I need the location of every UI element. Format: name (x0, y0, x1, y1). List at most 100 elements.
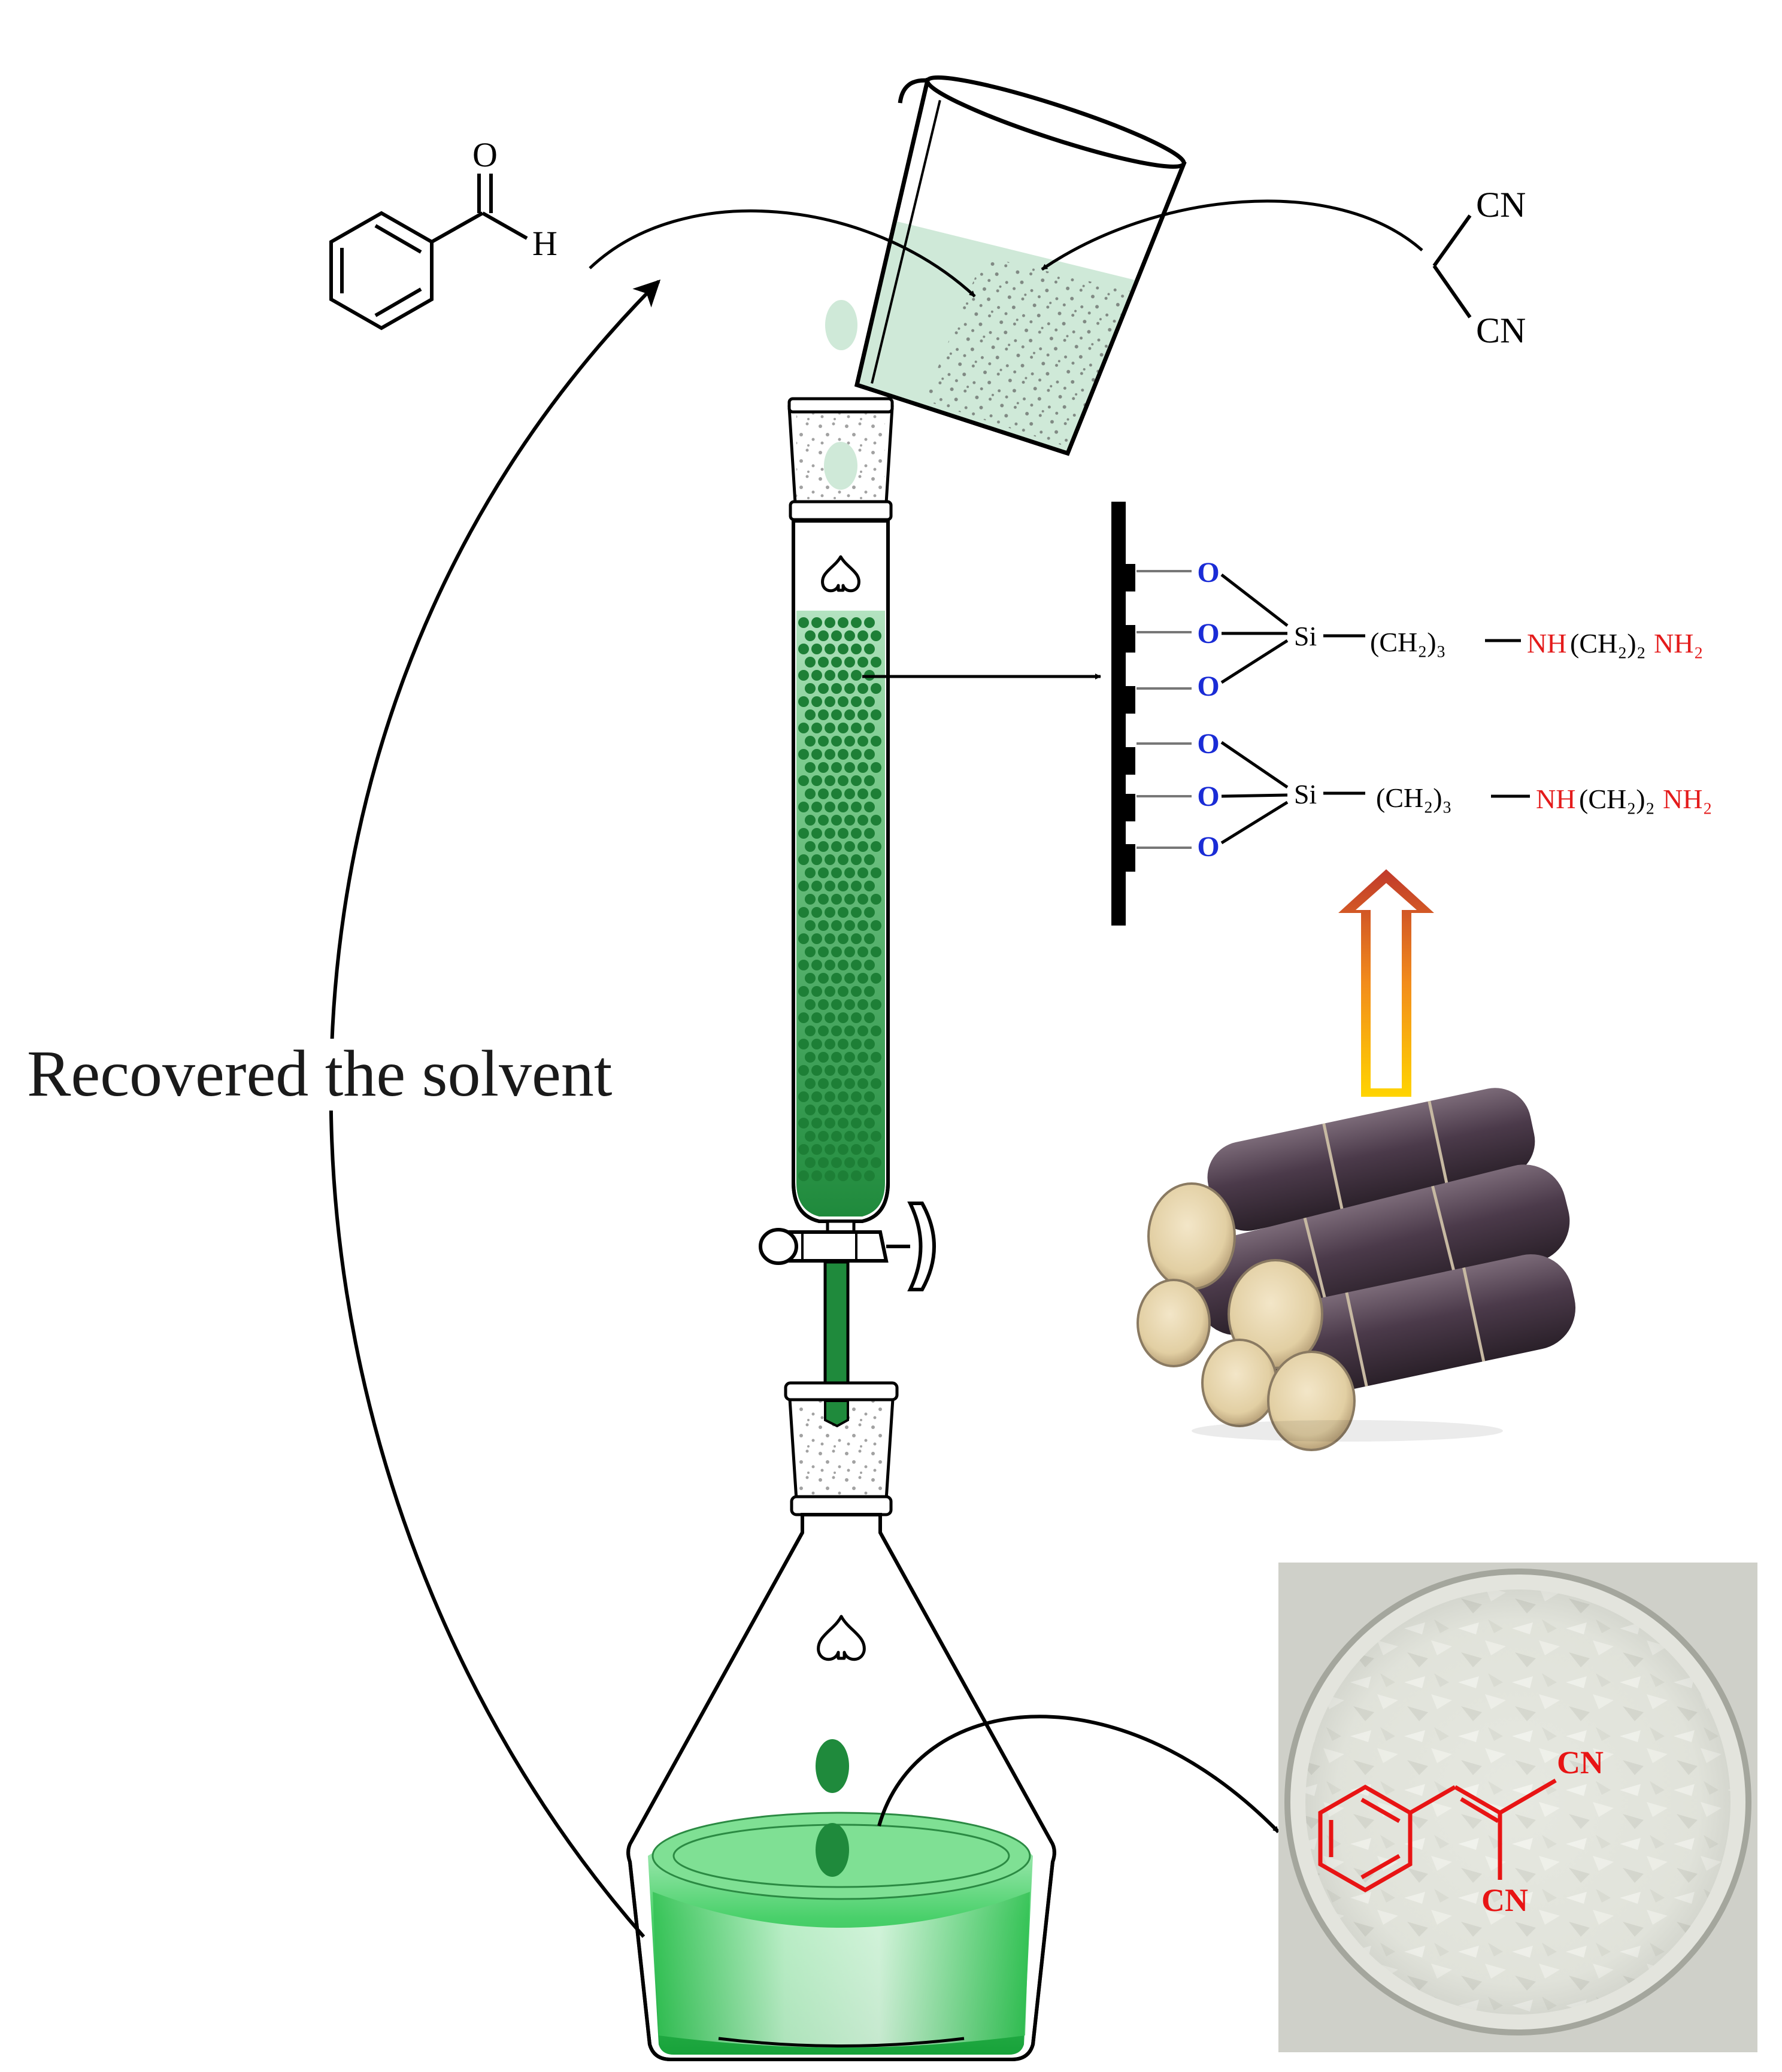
caption-recovered-solvent: Recovered the solvent (27, 1037, 612, 1110)
packing-bead (864, 1118, 875, 1128)
packing-bead (844, 946, 855, 957)
packing-bead (844, 1131, 855, 1142)
packing-bead (811, 775, 822, 786)
packing-bead (864, 696, 875, 707)
packing-bead (857, 1157, 868, 1168)
packing-bead (857, 920, 868, 931)
packing-bead (838, 1039, 848, 1049)
packing-bead (825, 1170, 835, 1181)
falling-droplet (825, 300, 857, 350)
packing-bead (818, 973, 829, 984)
packing-bead (811, 670, 822, 681)
product-drop (816, 1823, 849, 1877)
packing-bead (825, 775, 835, 786)
packing-bead (805, 1157, 816, 1168)
packing-bead (831, 999, 842, 1010)
packing-bead (811, 828, 822, 839)
packing-bead (857, 762, 868, 773)
packing-bead (851, 617, 862, 628)
packing-bead (871, 1026, 881, 1036)
benzaldehyde-hydrogen: H (532, 224, 557, 263)
stopcock-icon[interactable] (759, 1202, 936, 1291)
packing-bead (838, 986, 848, 997)
packing-bead (857, 867, 868, 878)
packing-bead (844, 709, 855, 720)
arrow-malononitrile-to-beaker (1041, 199, 1423, 271)
packing-bead (818, 1052, 829, 1063)
silicon-atom: Si (1294, 779, 1317, 809)
packing-bead (851, 802, 862, 812)
packing-bead (851, 670, 862, 681)
packing-bead (825, 986, 835, 997)
packing-bead (805, 762, 816, 773)
packing-bead (838, 828, 848, 839)
packing-bead (838, 854, 848, 865)
packing-bead (798, 907, 809, 918)
packing-bead (798, 670, 809, 681)
packing-bead (798, 723, 809, 733)
packing-bead (831, 815, 842, 826)
packing-bead (825, 1012, 835, 1023)
packing-bead (805, 815, 816, 826)
packing-bead (798, 1065, 809, 1076)
packing-bead (857, 841, 868, 852)
packing-bead (857, 973, 868, 984)
packing-bead (851, 986, 862, 997)
packing-bead (811, 723, 822, 733)
packing-bead (811, 617, 822, 628)
packing-bead (798, 696, 809, 707)
packing-bead (805, 1105, 816, 1115)
packing-bead (838, 617, 848, 628)
packing-bead (798, 1144, 809, 1155)
packing-bead (798, 802, 809, 812)
packing-bead (838, 802, 848, 812)
packing-bead (864, 1012, 875, 1023)
packing-bead (825, 933, 835, 944)
packing-bead (844, 973, 855, 984)
packing-bead (798, 854, 809, 865)
packing-bead (857, 894, 868, 905)
packing-bead (811, 1170, 822, 1181)
packing-bead (805, 1052, 816, 1063)
packing-bead (844, 815, 855, 826)
packing-bead (798, 881, 809, 891)
packing-bead (838, 1170, 848, 1181)
packing-bead (864, 986, 875, 997)
packing-bead (805, 999, 816, 1010)
petri-dish-photo (1278, 1563, 1757, 2052)
packing-bead (831, 1157, 842, 1168)
packing-bead (851, 1170, 862, 1181)
packing-bead (831, 920, 842, 931)
packing-bead (818, 1131, 829, 1142)
packing-bead (857, 815, 868, 826)
packing-bead (811, 749, 822, 760)
packing-bead (811, 933, 822, 944)
packing-bead (844, 683, 855, 694)
packing-bead (871, 999, 881, 1010)
packing-bead (805, 920, 816, 931)
packing-bead (871, 946, 881, 957)
packing-bead (851, 1144, 862, 1155)
packing-bead (811, 1039, 822, 1049)
packing-bead (851, 960, 862, 970)
pouring-beaker (854, 75, 1187, 456)
packing-bead (857, 788, 868, 799)
siloxane-bonds (1220, 574, 1530, 845)
packing-bead (864, 960, 875, 970)
packing-bead (844, 788, 855, 799)
packing-bead (857, 683, 868, 694)
packing-bead (871, 920, 881, 931)
packing-bead (805, 894, 816, 905)
packing-bead (851, 696, 862, 707)
malononitrile-cn-bottom: CN (1476, 311, 1526, 350)
packing-bead (864, 828, 875, 839)
packing-bead (811, 1012, 822, 1023)
packing-bead (798, 1118, 809, 1128)
erlenmeyer-flask (626, 1381, 1056, 2061)
packing-bead (838, 881, 848, 891)
packing-bead (825, 1118, 835, 1128)
packing-bead (798, 828, 809, 839)
packing-bead (805, 1026, 816, 1036)
packing-bead (818, 1026, 829, 1036)
arrow-flask-to-product (877, 1715, 1280, 1834)
